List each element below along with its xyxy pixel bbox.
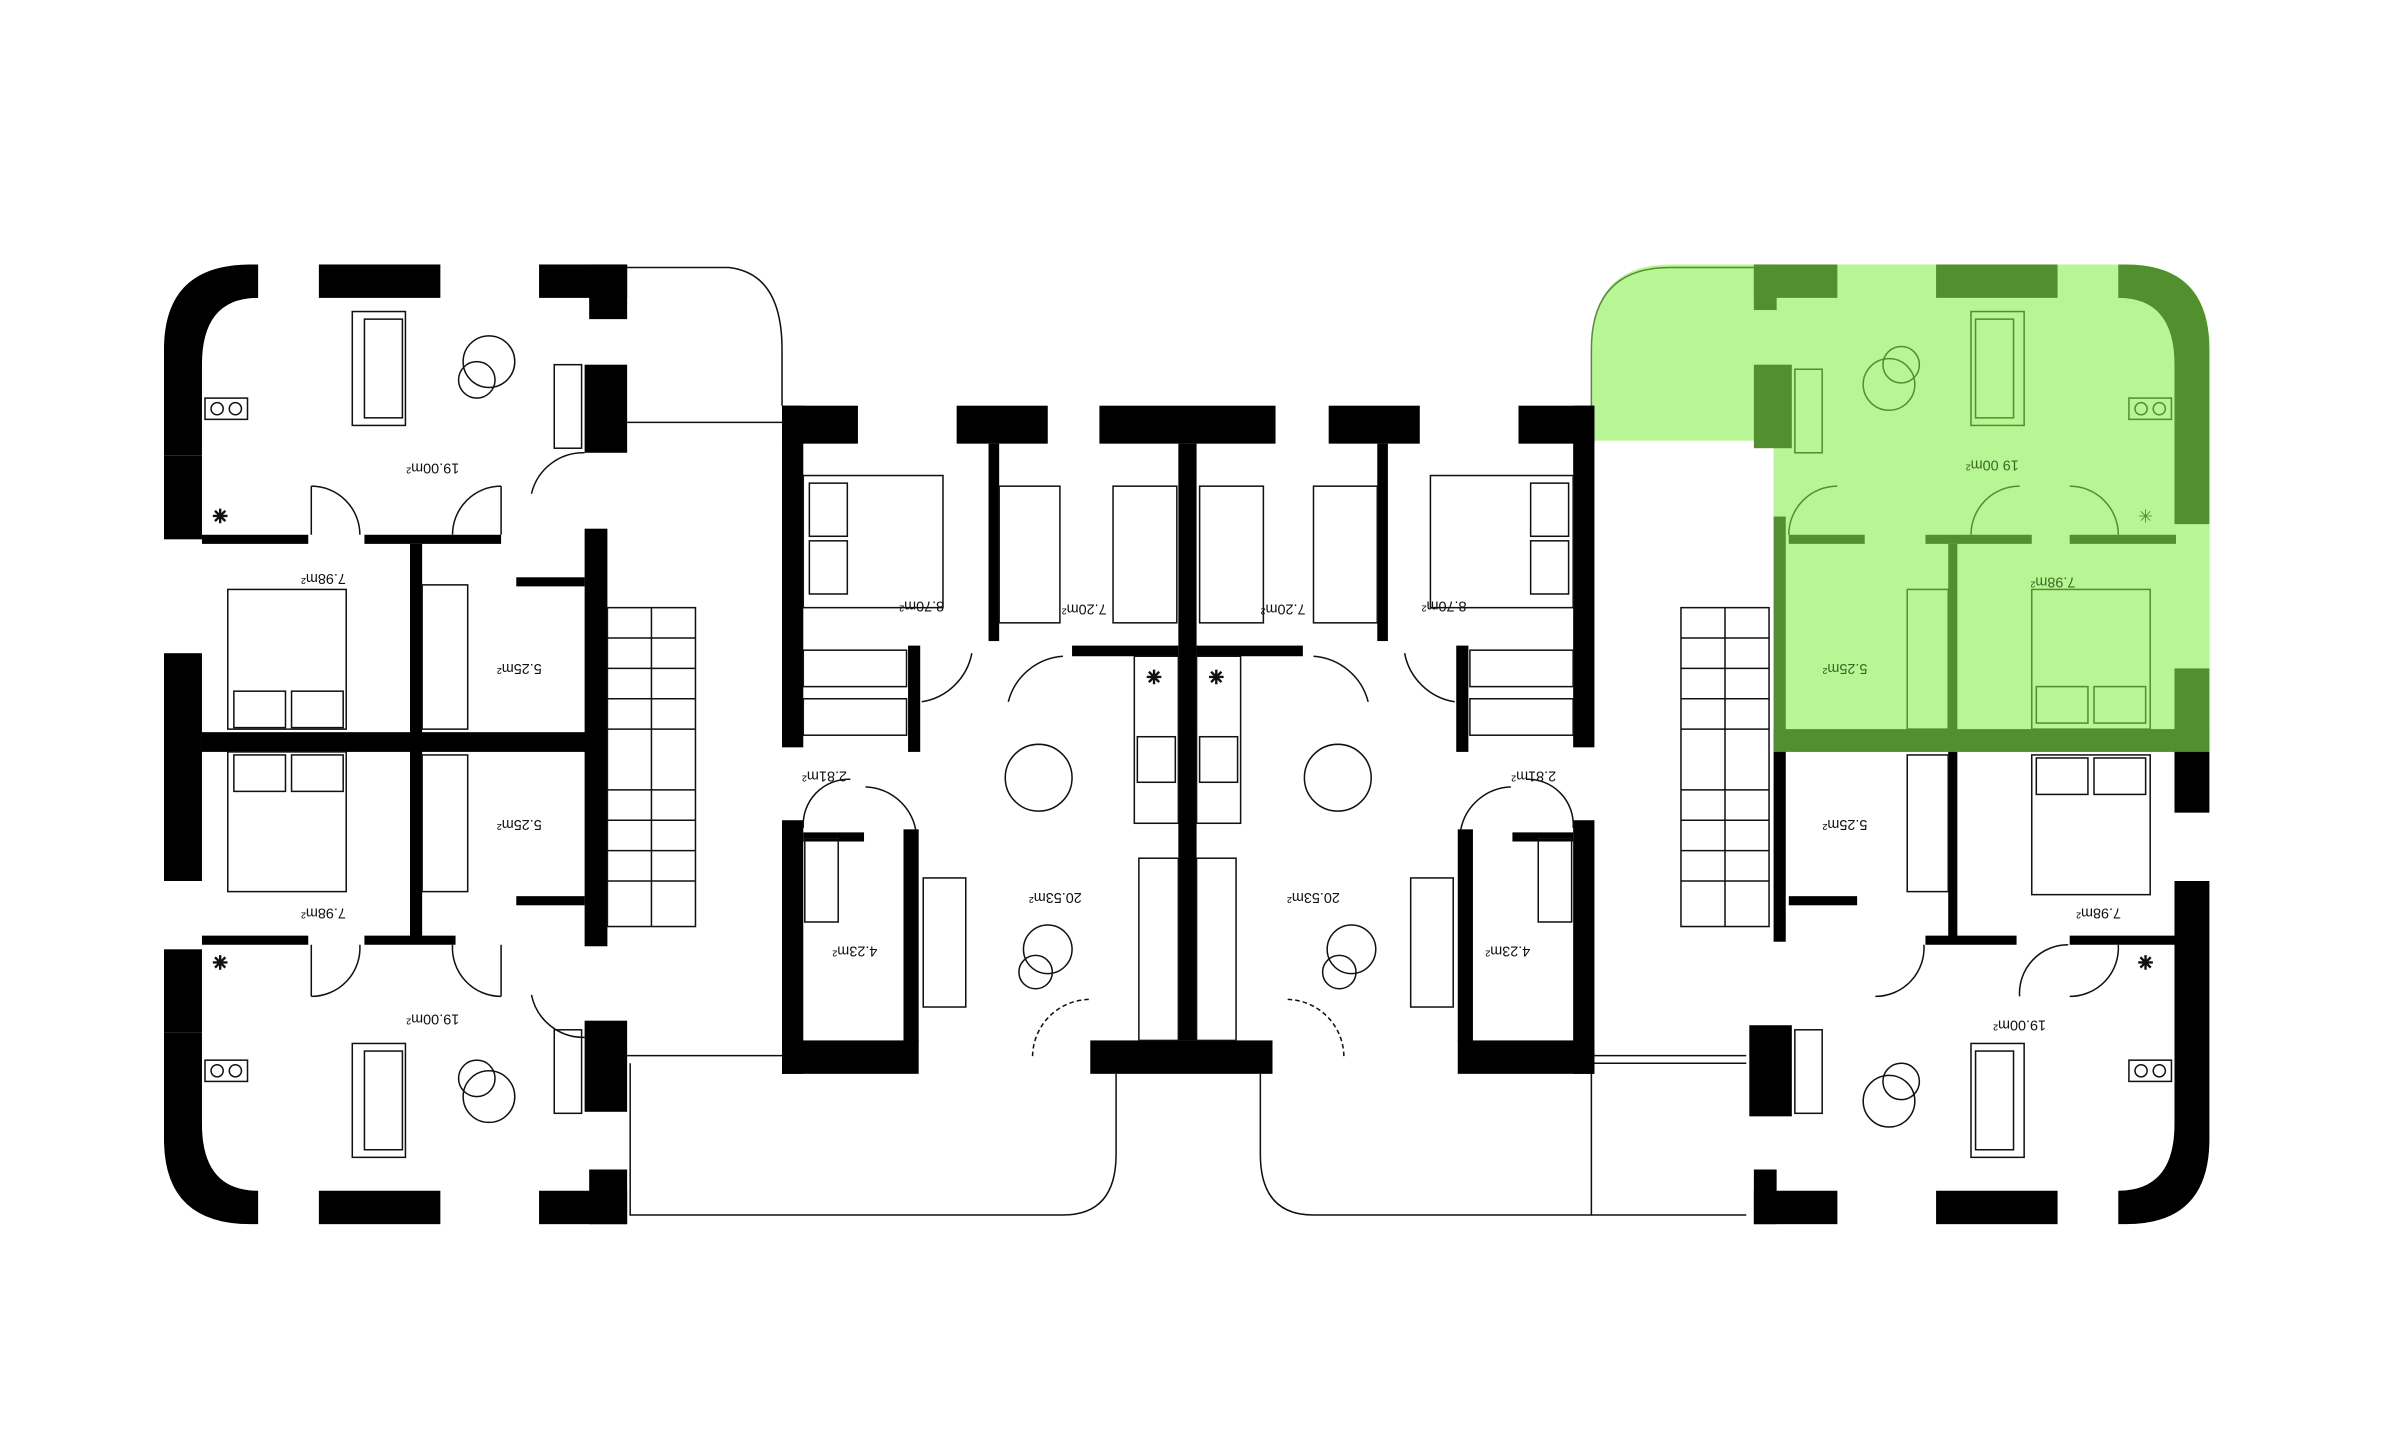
svg-text:✳: ✳ [1209, 668, 1224, 688]
area-label: 7.98m² [301, 570, 346, 586]
right-block-walls [1749, 264, 2210, 1225]
area-label: 19.00m² [406, 459, 459, 475]
area-label: 7.20m² [1062, 601, 1107, 617]
area-label: 7.20m² [1261, 601, 1306, 617]
center-block-walls [782, 405, 1595, 1074]
area-label: 5.25m² [497, 816, 542, 832]
area-label-highlighted: 7.98m² [2030, 573, 2075, 589]
left-staircase [606, 606, 697, 928]
svg-text:✳: ✳ [2138, 507, 2153, 527]
area-label: 8.70m² [1421, 598, 1466, 614]
area-label: 19.00m² [406, 1011, 459, 1027]
area-label: 20.53m² [1029, 889, 1082, 905]
area-label: 2.81m² [1511, 768, 1556, 784]
area-label: 5.25m² [1822, 816, 1867, 832]
area-label-highlighted: 5.25m² [1822, 660, 1867, 676]
area-labels: 19.00m² 7.98m² 5.25m² 5.25m² 7.98m² 19.0… [301, 456, 2121, 1032]
area-label: 5.25m² [497, 660, 542, 676]
area-label: 4.23m² [1485, 942, 1530, 958]
area-label: 4.23m² [832, 942, 877, 958]
svg-text:✳: ✳ [2138, 953, 2153, 973]
center-furniture: ✳✳ [802, 474, 1574, 1059]
svg-text:✳: ✳ [1146, 668, 1161, 688]
highlighted-apartment[interactable] [1591, 264, 2210, 752]
area-label: 8.70m² [899, 598, 944, 614]
left-furniture: ✳ ✳ [204, 310, 585, 1159]
right-furniture-highlighted: ✳ [1788, 310, 2173, 730]
svg-text:✳: ✳ [213, 507, 228, 527]
left-block-walls [163, 264, 628, 1225]
area-label: 2.81m² [802, 768, 847, 784]
right-furniture: ✳ [1794, 754, 2173, 1159]
area-label: 7.98m² [2076, 904, 2121, 920]
area-label: 20.53m² [1287, 889, 1340, 905]
svg-text:✳: ✳ [213, 953, 228, 973]
area-label-highlighted: 19 00m² [1966, 456, 2019, 472]
area-label: 19.00m² [1993, 1017, 2046, 1033]
right-staircase [1680, 606, 1770, 928]
area-label: 7.98m² [301, 904, 346, 920]
